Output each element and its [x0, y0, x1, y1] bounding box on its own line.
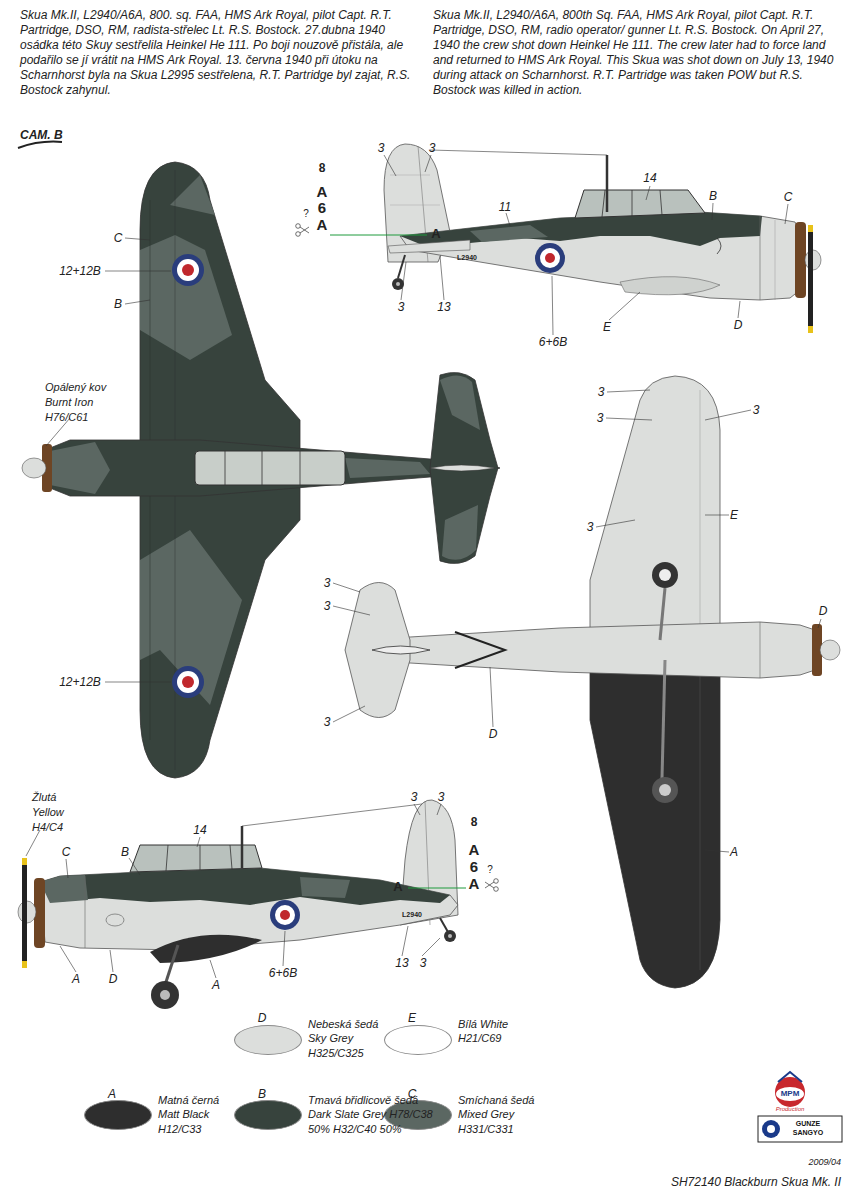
- code-letter: A: [469, 841, 480, 860]
- color-callout: A: [212, 978, 220, 993]
- scissors-mark: ?: [303, 208, 309, 221]
- color-swatch: [84, 1100, 152, 1130]
- color-swatch: [384, 1025, 452, 1055]
- color-callout: D: [489, 727, 498, 742]
- legend-letter: B: [258, 1087, 266, 1102]
- code-letter: A: [317, 216, 328, 235]
- color-note: Opálený kov: [45, 381, 106, 395]
- legend-text: Smíchaná šedá Mixed Grey H331/C331: [458, 1093, 548, 1136]
- legend-text: Bílá White H21/C69: [458, 1017, 518, 1046]
- callout-number: 6+6B: [539, 335, 567, 350]
- color-callout: D: [109, 972, 118, 987]
- color-callout: D: [734, 318, 743, 333]
- serial-marking: L2940: [457, 254, 477, 263]
- serial-marking: L2940: [402, 911, 422, 920]
- color-callout: E: [730, 508, 738, 523]
- callout-number: 14: [193, 823, 206, 838]
- callout-number: 3: [411, 790, 418, 805]
- color-callout: B: [121, 845, 129, 860]
- code-letter: 6: [470, 858, 478, 877]
- callout-number: 3: [324, 576, 331, 591]
- legend-letter: D: [258, 1011, 267, 1026]
- callout-number: 3: [324, 599, 331, 614]
- callout-number: 3: [429, 141, 436, 156]
- color-note: Yellow: [32, 806, 64, 820]
- callout-number: 3: [753, 403, 760, 418]
- color-swatch: [234, 1100, 302, 1130]
- callout-number: 11: [499, 200, 511, 215]
- note-text: Skua Mk.II, L2940/A6A, 800. sq. FAA, HMS…: [20, 8, 425, 98]
- code-letter: A: [317, 183, 328, 202]
- legend-letter: E: [408, 1011, 416, 1026]
- color-callout: C: [784, 190, 793, 205]
- callout-number: 3: [587, 520, 594, 535]
- callout-number: 3: [597, 411, 604, 426]
- callout-number: 3: [420, 956, 427, 971]
- caption-text: SH72140 Blackburn Skua Mk. II: [671, 1175, 841, 1190]
- callout-number: 3: [438, 790, 445, 805]
- color-callout: A: [72, 972, 80, 987]
- callout-number: 12+12B: [59, 264, 101, 279]
- color-callout: B: [114, 297, 122, 312]
- code-letter: 6: [318, 199, 326, 218]
- color-callout: A: [730, 845, 738, 860]
- logo-text: GUNZE SANGYO: [790, 1120, 826, 1138]
- note-text: Skua Mk.II, L2940/A6A, 800th Sq. FAA, HM…: [433, 8, 838, 98]
- scissors-mark: ?: [487, 864, 493, 877]
- callout-number: 6+6B: [269, 966, 297, 981]
- logo-text: MPM: [781, 1089, 800, 1099]
- legend-text: Tmavá břidlicově šedá Dark Slate Grey H7…: [308, 1093, 438, 1136]
- color-swatch: [234, 1025, 302, 1055]
- callout-number: 3: [324, 715, 331, 730]
- date-label: 2009/04: [808, 1157, 841, 1168]
- scheme-label: CAM. B: [20, 128, 63, 143]
- callout-number: 12+12B: [59, 675, 101, 690]
- callout-number: 14: [643, 171, 656, 186]
- decal-number: 8: [319, 161, 326, 176]
- fuselage-code: A: [393, 879, 402, 895]
- fuselage-code: A: [431, 226, 440, 242]
- color-callout: D: [819, 604, 828, 619]
- color-note: H76/C61: [45, 411, 88, 425]
- color-callout: B: [709, 189, 717, 204]
- legend-text: Matná černá Matt Black H12/C33: [158, 1093, 238, 1136]
- callout-number: 3: [398, 300, 405, 315]
- color-note: Burnt Iron: [45, 396, 93, 410]
- legend-letter: A: [108, 1087, 116, 1102]
- color-callout: C: [114, 231, 123, 246]
- callout-number: 13: [437, 300, 450, 315]
- color-callout: C: [62, 845, 71, 860]
- callout-number: 3: [598, 385, 605, 400]
- color-note: H4/C4: [32, 821, 63, 835]
- callout-number: 13: [395, 956, 408, 971]
- logo-text: Production: [776, 1106, 805, 1114]
- color-note: Žlutá: [32, 791, 56, 805]
- code-letter: A: [469, 875, 480, 894]
- color-callout: E: [603, 320, 611, 335]
- callout-number: 3: [378, 141, 385, 156]
- decal-number: 8: [471, 815, 478, 830]
- legend-text: Nebeská šedá Sky Grey H325/C325: [308, 1017, 388, 1060]
